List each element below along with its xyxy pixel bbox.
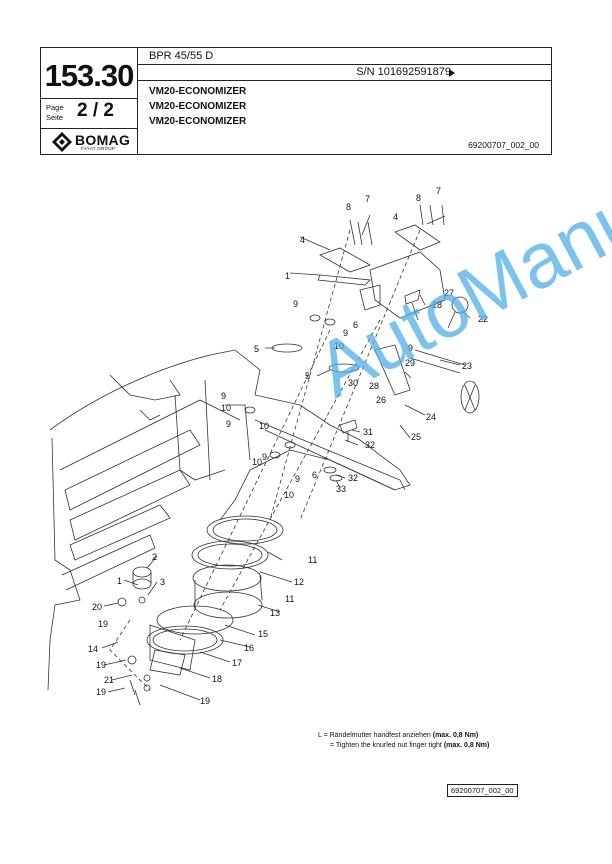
callout-label: 26 <box>376 395 386 405</box>
note-torque: (max. 0,8 Nm) <box>432 732 479 739</box>
callout-label: 4 <box>393 212 398 222</box>
callout-label: 19 <box>200 696 210 706</box>
page-number: 2 / 2 <box>77 100 114 121</box>
callout-label: 27 <box>444 288 454 298</box>
callout-label: 17 <box>232 658 242 668</box>
brand-subtitle: FAYAT GROUP <box>81 146 116 151</box>
note-text: = Tighten the knurled nut finger tight <box>330 742 444 749</box>
callout-label: 6 <box>312 470 317 480</box>
callout-label: 1 <box>285 271 290 281</box>
note-line-de: L = Rändelmutter handfest anziehen (max.… <box>318 731 489 741</box>
callout-labels: 8 7 8 7 4 4 1 27 28 9 22 6 9 5 10 9 29 2… <box>88 186 488 706</box>
play-arrow-icon <box>449 69 455 77</box>
callout-label: 9 <box>226 419 231 429</box>
callout-label: 9 <box>293 299 298 309</box>
page-label-en: Page <box>46 103 64 112</box>
callout-label: 18 <box>212 674 222 684</box>
model-name: BPR 45/55 D <box>149 50 214 62</box>
callout-label: 28 <box>369 381 379 391</box>
callout-label: 14 <box>88 644 98 654</box>
divider <box>41 128 137 129</box>
divider <box>137 80 551 81</box>
callout-label: 32 <box>348 473 358 483</box>
callout-label: 9 <box>408 343 413 353</box>
callout-label: 11 <box>308 555 317 565</box>
callout-label: 10 <box>284 490 294 500</box>
callout-label: 16 <box>244 643 254 653</box>
note-torque: (max. 0,8 Nm) <box>443 742 490 749</box>
callout-label: 21 <box>104 675 114 685</box>
tightening-note: L = Rändelmutter handfest anziehen (max.… <box>318 731 489 751</box>
callout-label: 2 <box>152 552 157 562</box>
note-line-en: = Tighten the knurled nut finger tight (… <box>318 741 489 751</box>
callout-label: 10 <box>221 403 231 413</box>
divider <box>137 64 551 65</box>
bomag-logo: BOMAG FAYAT GROUP <box>51 131 131 153</box>
callout-label: 13 <box>270 608 280 618</box>
callout-label: 24 <box>426 412 436 422</box>
callout-label: 9 <box>295 474 300 484</box>
note-text: L = Rändelmutter handfest anziehen <box>318 732 433 739</box>
title-line: VM20-ECONOMIZER <box>149 116 247 127</box>
title-line: VM20-ECONOMIZER <box>149 86 247 97</box>
callout-label: 11 <box>285 594 294 604</box>
callout-label: 6 <box>353 320 358 330</box>
callout-label: 7 <box>365 194 370 204</box>
callout-label: 9 <box>262 452 267 462</box>
callout-label: 22 <box>478 314 488 324</box>
divider <box>41 98 137 99</box>
group-number: 153.30 <box>44 58 135 93</box>
callout-label: 9 <box>221 391 226 401</box>
title-line: VM20-ECONOMIZER <box>149 101 247 112</box>
callout-label: 30 <box>348 378 358 388</box>
callout-label: 1 <box>117 576 122 586</box>
footer-doc-number: 69200707_002_00 <box>447 784 518 797</box>
page-label-de: Seite <box>46 113 64 122</box>
header-block: 153.30 Page Seite 2 / 2 BOMAG FAYAT GROU… <box>40 47 552 155</box>
callout-label: 33 <box>336 484 346 494</box>
callout-label: 32 <box>365 440 375 450</box>
callout-label: 12 <box>294 577 304 587</box>
callout-label: 5 <box>305 371 310 381</box>
divider <box>137 48 138 154</box>
callout-label: 31 <box>363 427 373 437</box>
callout-label: 15 <box>258 629 268 639</box>
callout-label: 20 <box>92 602 102 612</box>
callout-label: 19 <box>96 660 106 670</box>
callout-label: 19 <box>98 619 108 629</box>
callout-label: 3 <box>160 577 165 587</box>
callout-label: 9 <box>343 328 348 338</box>
callout-label: 5 <box>254 344 259 354</box>
doc-number: 69200707_002_00 <box>468 140 539 150</box>
page-label: Page Seite <box>46 103 64 123</box>
callout-label: 10 <box>252 457 262 467</box>
callout-label: 10 <box>334 341 344 351</box>
callout-label: 4 <box>300 235 305 245</box>
callout-label: 10 <box>259 421 269 431</box>
diamond-logo-icon <box>52 132 72 152</box>
callout-label: 28 <box>432 300 442 310</box>
callout-label: 29 <box>405 358 415 368</box>
callout-label: 7 <box>436 186 441 196</box>
brand-name: BOMAG <box>75 132 131 148</box>
callout-label: 25 <box>411 432 421 442</box>
callout-label: 8 <box>416 193 421 203</box>
callout-label: 23 <box>462 361 472 371</box>
callout-label: 8 <box>346 202 351 212</box>
serial-number: S/N 101692591879 <box>356 66 451 78</box>
callout-label: 19 <box>96 687 106 697</box>
